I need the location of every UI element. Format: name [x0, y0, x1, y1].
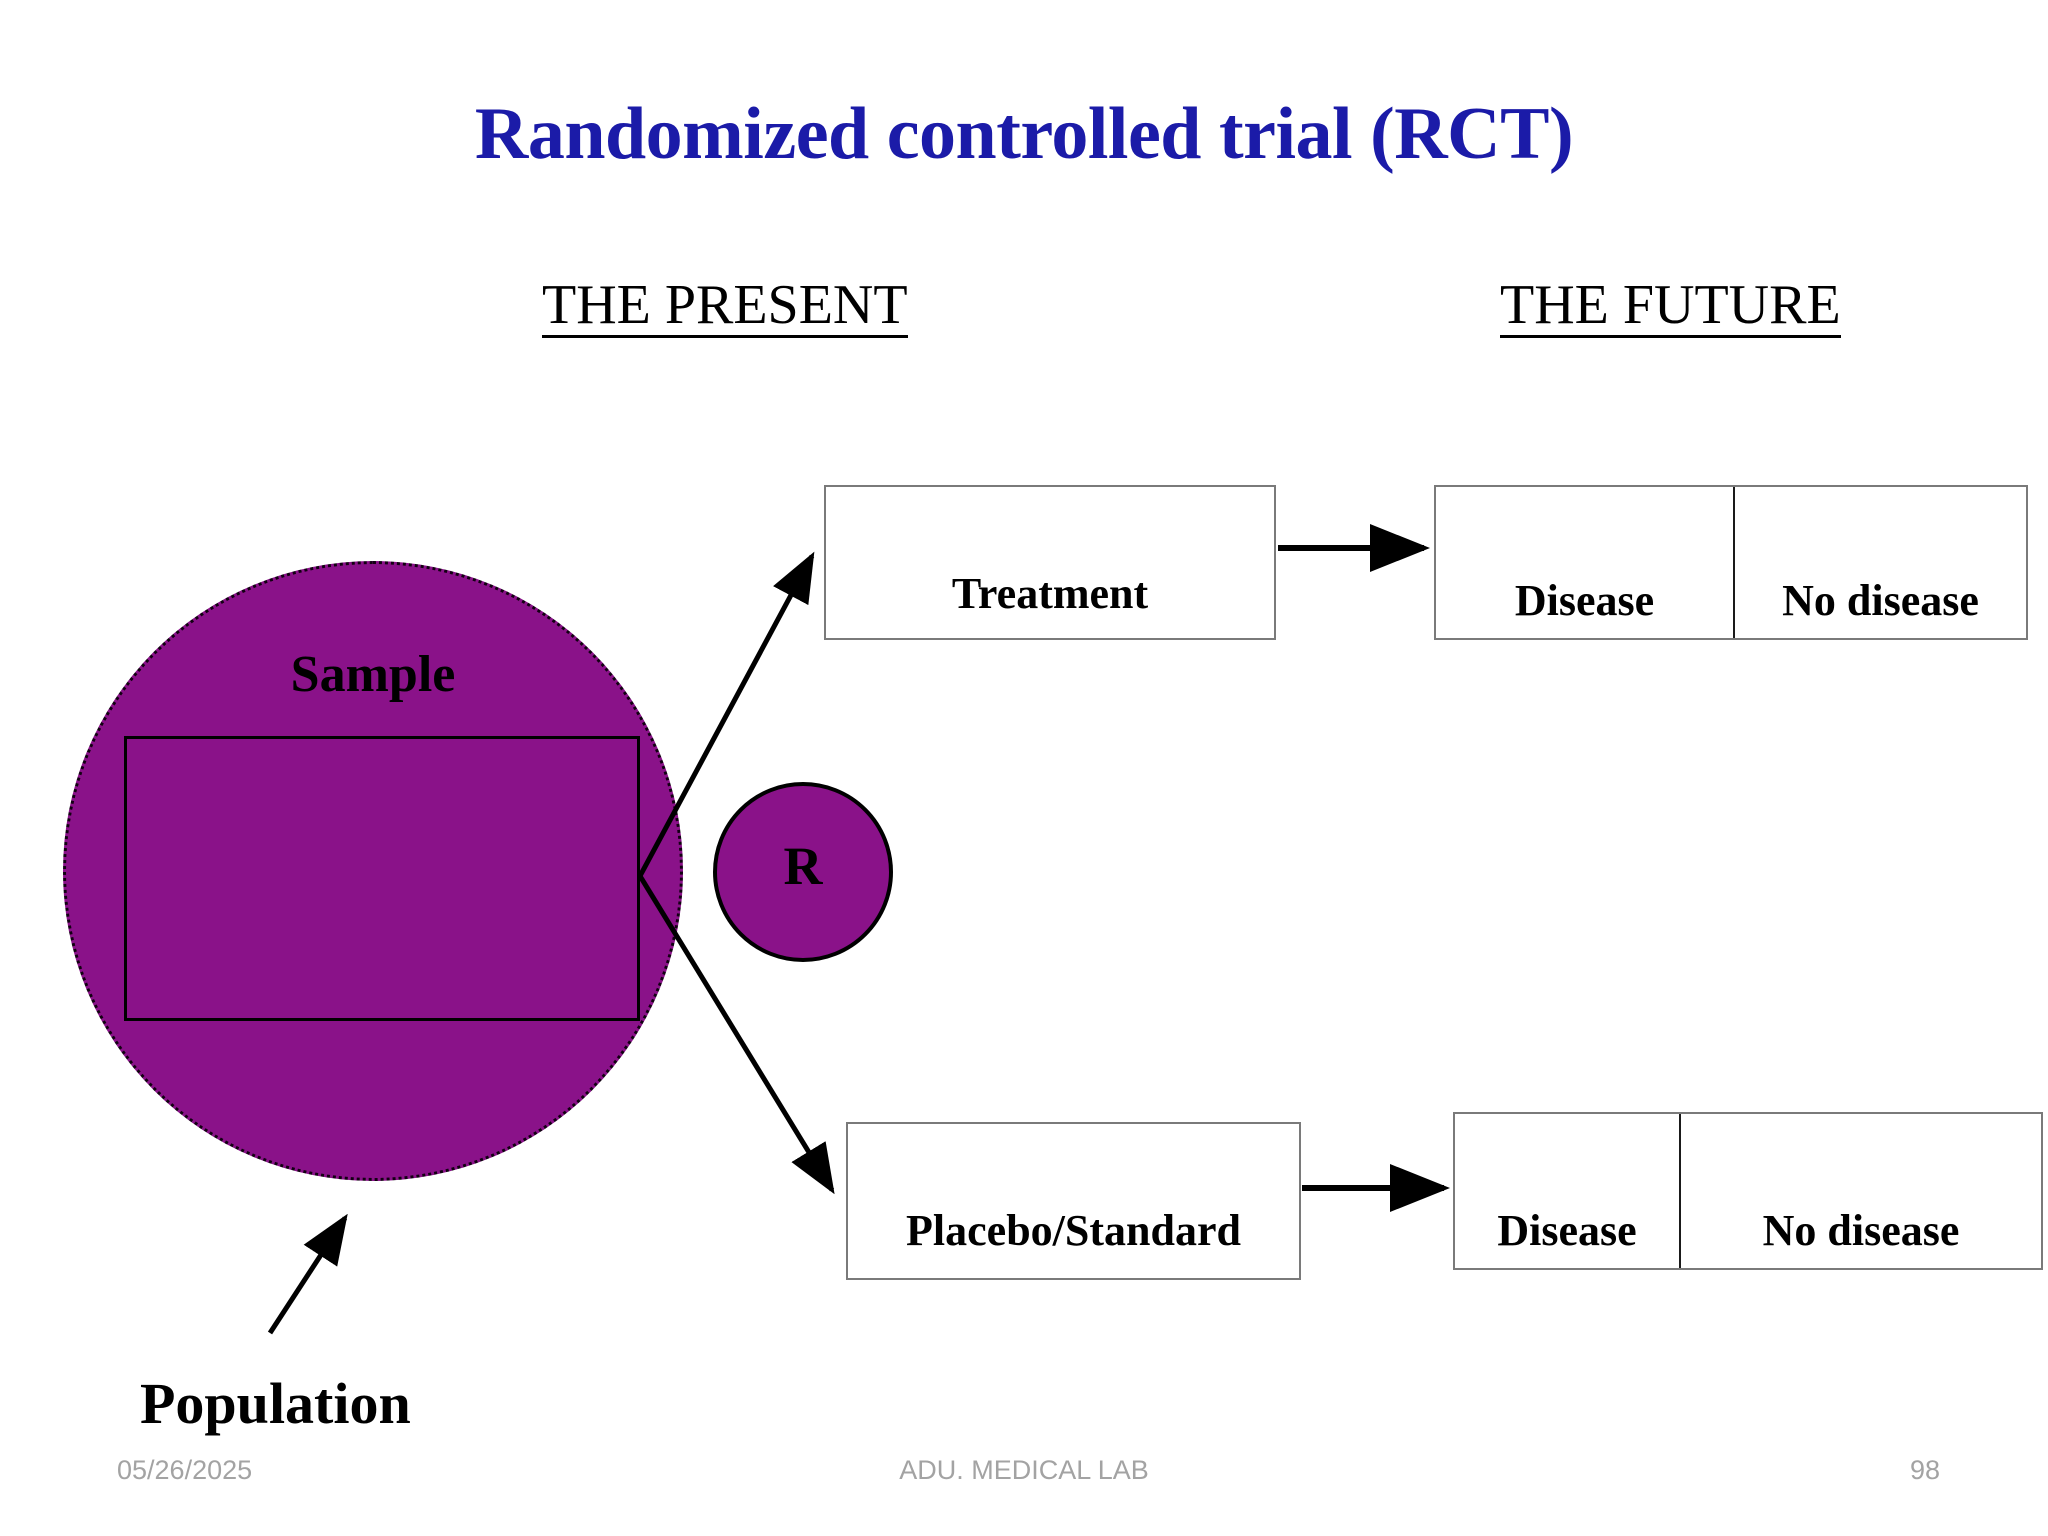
outcome-table-placebo: Disease No disease	[1453, 1112, 2043, 1270]
footer-organization: ADU. MEDICAL LAB	[899, 1455, 1149, 1485]
footer-date: 05/26/2025	[117, 1455, 253, 1485]
heading-the-present: THE PRESENT	[542, 274, 908, 338]
sample-label: Sample	[290, 646, 456, 703]
arrow-population-to-circle	[267, 1213, 348, 1335]
population-circle	[63, 561, 683, 1181]
outcome-cell-no-disease: No disease	[1679, 1114, 2041, 1268]
heading-the-future: THE FUTURE	[1500, 274, 1841, 338]
outcome-table-treatment: Disease No disease	[1434, 485, 2028, 640]
footer-page-number: 98	[1909, 1455, 1940, 1485]
page-title: Randomized controlled trial (RCT)	[474, 93, 1574, 175]
outcome-cell-disease: Disease	[1514, 576, 1655, 625]
outcome-cell-disease: Disease	[1497, 1206, 1637, 1255]
outcome-cell-no-disease: No disease	[1733, 487, 2026, 638]
placebo-arm-label: Placebo/Standard	[906, 1206, 1241, 1255]
treatment-arm-box	[824, 485, 1276, 640]
population-caption: Population	[140, 1371, 411, 1436]
randomization-label: R	[783, 836, 823, 896]
treatment-arm-label: Treatment	[951, 569, 1149, 618]
slide-footer: 05/26/2025 ADU. MEDICAL LAB 98	[0, 1455, 2048, 1505]
placebo-arm-box	[846, 1122, 1301, 1280]
sample-rectangle	[124, 736, 640, 1021]
